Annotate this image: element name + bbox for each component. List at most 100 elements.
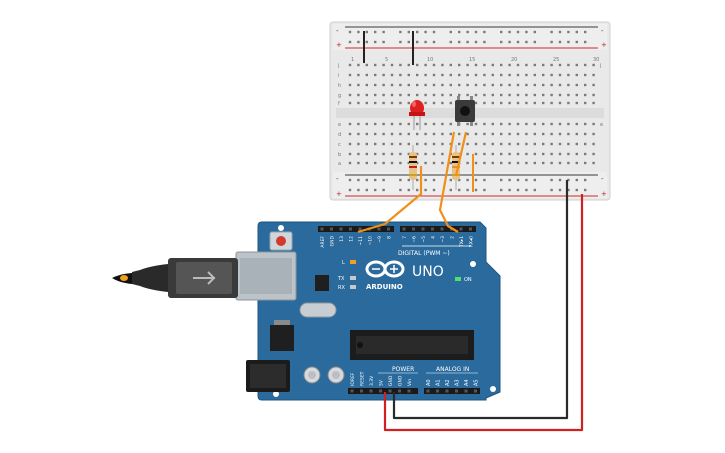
terminal-hole[interactable] — [550, 73, 553, 77]
terminal-hole[interactable] — [357, 152, 360, 156]
terminal-hole[interactable] — [584, 63, 587, 67]
terminal-hole[interactable] — [516, 73, 520, 77]
rail-hole[interactable] — [508, 178, 511, 182]
terminal-hole[interactable] — [458, 63, 461, 67]
digital-pin-hole[interactable] — [339, 227, 343, 231]
terminal-hole[interactable] — [399, 101, 402, 105]
terminal-hole[interactable] — [432, 132, 436, 136]
terminal-hole[interactable] — [399, 73, 402, 77]
terminal-hole[interactable] — [500, 132, 503, 136]
rail-hole[interactable] — [508, 188, 511, 192]
terminal-hole[interactable] — [449, 73, 452, 77]
rail-hole[interactable] — [374, 188, 377, 192]
terminal-hole[interactable] — [542, 73, 545, 77]
terminal-hole[interactable] — [374, 83, 377, 87]
terminal-hole[interactable] — [592, 152, 595, 156]
terminal-hole[interactable] — [399, 63, 402, 67]
terminal-hole[interactable] — [558, 132, 562, 136]
terminal-hole[interactable] — [424, 152, 427, 156]
rail-hole[interactable] — [382, 30, 385, 34]
digital-pin-hole[interactable] — [459, 227, 463, 231]
terminal-hole[interactable] — [374, 161, 377, 165]
terminal-hole[interactable] — [567, 152, 570, 156]
terminal-hole[interactable] — [357, 122, 360, 126]
terminal-hole[interactable] — [374, 122, 377, 126]
terminal-hole[interactable] — [491, 142, 494, 146]
button-cap[interactable] — [460, 106, 470, 116]
rail-hole[interactable] — [533, 188, 536, 192]
terminal-hole[interactable] — [592, 122, 595, 126]
terminal-hole[interactable] — [491, 122, 494, 126]
rail-hole[interactable] — [533, 178, 536, 182]
terminal-hole[interactable] — [558, 83, 562, 87]
rail-hole[interactable] — [399, 40, 402, 44]
terminal-hole[interactable] — [348, 132, 352, 136]
terminal-hole[interactable] — [525, 63, 528, 67]
terminal-hole[interactable] — [525, 93, 528, 97]
terminal-hole[interactable] — [441, 142, 444, 146]
terminal-hole[interactable] — [374, 63, 377, 67]
rail-hole[interactable] — [357, 30, 360, 34]
terminal-hole[interactable] — [483, 122, 486, 126]
terminal-hole[interactable] — [382, 122, 385, 126]
terminal-hole[interactable] — [390, 122, 394, 126]
rail-hole[interactable] — [407, 40, 410, 44]
terminal-hole[interactable] — [483, 73, 486, 77]
rail-hole[interactable] — [500, 40, 503, 44]
terminal-hole[interactable] — [424, 132, 427, 136]
terminal-hole[interactable] — [441, 122, 444, 126]
rail-hole[interactable] — [424, 40, 427, 44]
terminal-hole[interactable] — [550, 142, 553, 146]
terminal-hole[interactable] — [357, 73, 360, 77]
terminal-hole[interactable] — [441, 132, 444, 136]
terminal-hole[interactable] — [449, 132, 452, 136]
bottom-rail-holes[interactable] — [348, 178, 587, 192]
terminal-hole[interactable] — [533, 132, 536, 136]
terminal-hole[interactable] — [382, 132, 385, 136]
terminal-hole[interactable] — [483, 93, 486, 97]
terminal-hole[interactable] — [348, 152, 352, 156]
rail-hole[interactable] — [449, 188, 452, 192]
terminal-hole[interactable] — [365, 101, 368, 105]
terminal-hole[interactable] — [348, 63, 352, 67]
rail-hole[interactable] — [500, 30, 503, 34]
terminal-hole[interactable] — [542, 132, 545, 136]
terminal-hole[interactable] — [374, 132, 377, 136]
terminal-hole[interactable] — [432, 83, 436, 87]
terminal-hole[interactable] — [491, 63, 494, 67]
terminal-hole[interactable] — [374, 152, 377, 156]
rail-hole[interactable] — [399, 178, 402, 182]
terminal-hole[interactable] — [441, 161, 444, 165]
terminal-hole[interactable] — [500, 152, 503, 156]
terminal-hole[interactable] — [508, 132, 511, 136]
terminal-hole[interactable] — [424, 83, 427, 87]
terminal-hole[interactable] — [500, 93, 503, 97]
terminal-hole[interactable] — [525, 122, 528, 126]
rail-hole[interactable] — [500, 178, 503, 182]
terminal-hole[interactable] — [424, 101, 427, 105]
terminal-hole[interactable] — [575, 101, 578, 105]
rail-hole[interactable] — [525, 178, 528, 182]
rail-hole[interactable] — [449, 178, 452, 182]
terminal-hole[interactable] — [550, 83, 553, 87]
terminal-hole[interactable] — [550, 152, 553, 156]
terminal-hole[interactable] — [466, 73, 469, 77]
rail-hole[interactable] — [374, 30, 377, 34]
terminal-hole[interactable] — [424, 122, 427, 126]
terminal-hole[interactable] — [466, 93, 469, 97]
rail-hole[interactable] — [525, 40, 528, 44]
rail-hole[interactable] — [550, 188, 553, 192]
terminal-hole[interactable] — [525, 152, 528, 156]
analog-pin-hole[interactable] — [455, 389, 458, 393]
rail-hole[interactable] — [474, 178, 478, 182]
terminal-hole[interactable] — [441, 73, 444, 77]
terminal-hole[interactable] — [390, 73, 394, 77]
terminal-hole[interactable] — [357, 83, 360, 87]
terminal-hole[interactable] — [500, 83, 503, 87]
terminal-hole[interactable] — [542, 83, 545, 87]
terminal-hole[interactable] — [407, 161, 410, 165]
rail-hole[interactable] — [416, 40, 419, 44]
terminal-hole[interactable] — [466, 122, 469, 126]
terminal-hole[interactable] — [382, 93, 385, 97]
